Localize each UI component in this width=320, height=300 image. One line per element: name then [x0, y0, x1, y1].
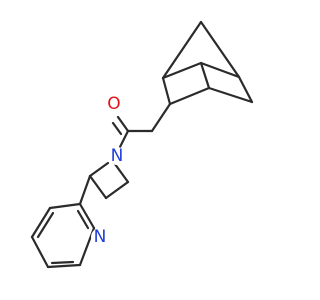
pyridine-ring	[30, 202, 96, 269]
bond	[168, 86, 211, 106]
norbornane-ring	[161, 20, 254, 106]
bond	[237, 75, 254, 104]
aromatic-double-bond	[50, 260, 75, 265]
bond	[48, 202, 82, 210]
bond	[161, 61, 203, 80]
carbonyl-double-bond	[111, 121, 123, 136]
molecule-structure: O N N	[30, 20, 254, 269]
atom-background	[108, 147, 126, 165]
bond	[88, 174, 108, 200]
atom-oxygen: O	[105, 94, 123, 114]
bond	[199, 61, 211, 90]
bond	[78, 174, 92, 206]
acyl-chain	[111, 102, 172, 149]
bond	[104, 180, 130, 200]
pyridine-nitrogen-label: N	[94, 227, 107, 247]
bond	[78, 202, 96, 230]
atom-background	[105, 95, 123, 113]
aromatic-double-bond	[36, 211, 55, 239]
azetidine-ring	[88, 158, 130, 200]
amide-nitrogen-label: N	[111, 146, 124, 166]
carbonyl-double-bond	[116, 115, 130, 133]
bond	[30, 206, 52, 239]
bond	[30, 235, 50, 269]
bond	[199, 20, 241, 79]
bond	[46, 263, 82, 269]
atom-background	[91, 228, 109, 246]
aromatic-double-bond	[76, 209, 90, 230]
bond	[199, 61, 241, 79]
bond	[118, 129, 130, 149]
oxygen-label: O	[107, 94, 120, 114]
bond	[150, 102, 172, 133]
bond	[207, 86, 254, 104]
atom-pyridine-nitrogen: N	[91, 227, 109, 247]
bond	[161, 76, 172, 106]
bond	[88, 161, 110, 178]
atom-amide-nitrogen: N	[108, 146, 126, 166]
bond	[161, 20, 203, 80]
